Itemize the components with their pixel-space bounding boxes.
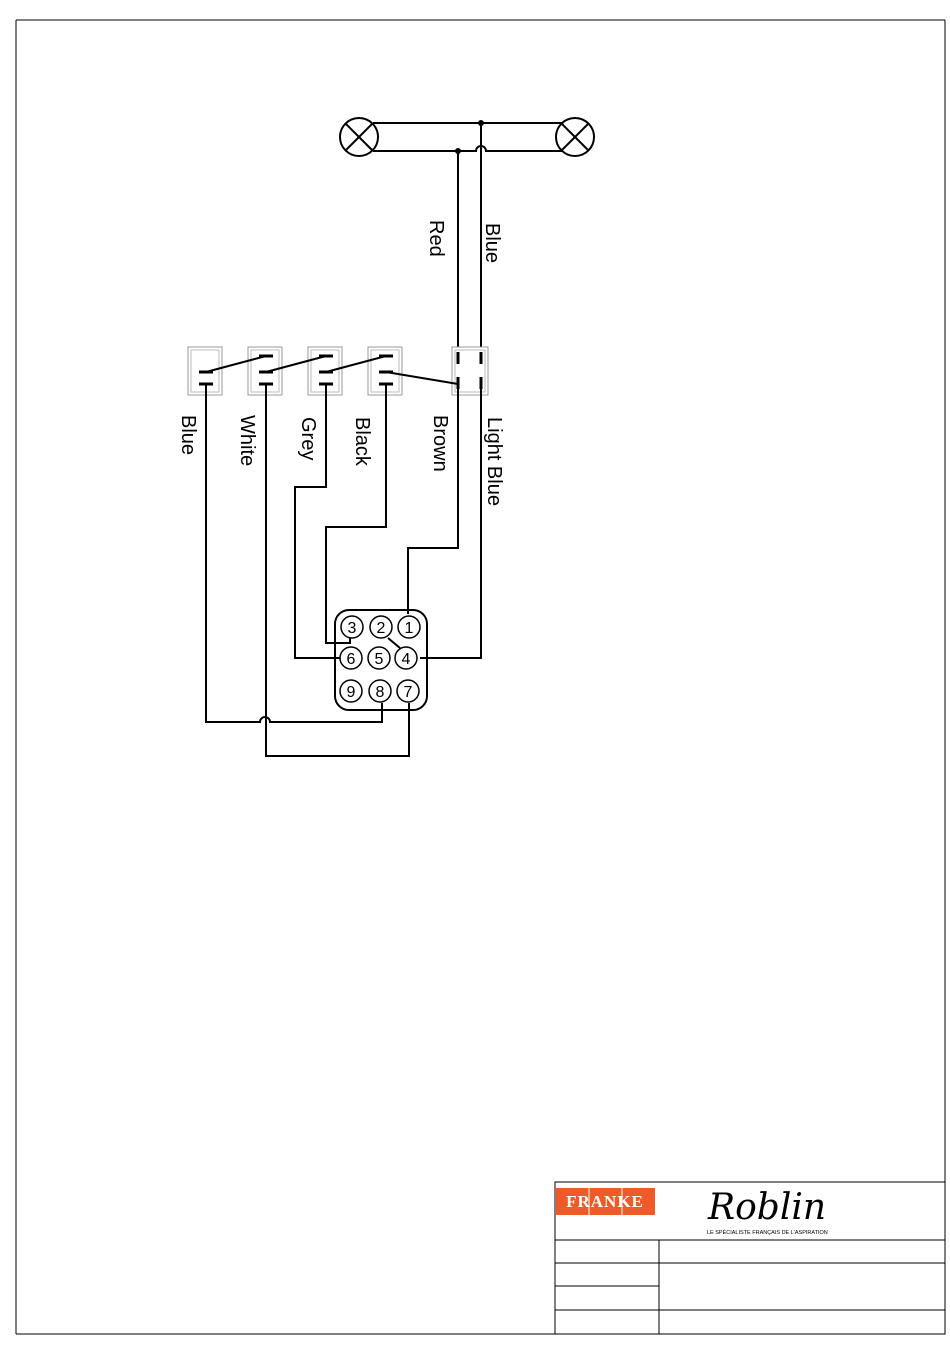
pin-label-6: 6 — [347, 651, 356, 668]
roblin-logo: Roblin LE SPÉCIALISTE FRANÇAIS DE L'ASPI… — [707, 1187, 828, 1236]
wire-label-red: Red — [425, 220, 447, 257]
franke-logo: FRANKE — [556, 1188, 655, 1215]
roblin-logo-script: Roblin — [707, 1187, 826, 1228]
wire-label-blue-lamp: Blue — [481, 223, 503, 263]
pin-label-8: 8 — [376, 684, 385, 701]
franke-logo-text: FRANKE — [566, 1192, 644, 1211]
wire-label-black: Black — [351, 417, 373, 467]
pin-label-4: 4 — [402, 651, 411, 668]
pin-label-2: 2 — [377, 620, 386, 637]
pin-label-7: 7 — [404, 684, 413, 701]
lamp-wiring — [373, 120, 562, 356]
lamp-left — [340, 118, 378, 156]
wire-label-white: White — [236, 415, 258, 466]
pin-label-1: 1 — [405, 620, 414, 637]
wire-label-brown: Brown — [429, 415, 451, 472]
roblin-logo-tagline: LE SPÉCIALISTE FRANÇAIS DE L'ASPIRATION — [707, 1229, 828, 1236]
pin-label-3: 3 — [348, 620, 357, 637]
pin-label-5: 5 — [375, 651, 384, 668]
pin-label-9: 9 — [347, 684, 356, 701]
wire-label-blue: Blue — [177, 415, 199, 455]
wire-label-light-blue: Light Blue — [483, 417, 505, 506]
title-block: FRANKE Roblin LE SPÉCIALISTE FRANÇAIS DE… — [555, 1182, 945, 1334]
connector-block: 1 2 3 4 5 6 7 8 9 — [335, 610, 427, 710]
wire-label-grey: Grey — [297, 417, 319, 460]
